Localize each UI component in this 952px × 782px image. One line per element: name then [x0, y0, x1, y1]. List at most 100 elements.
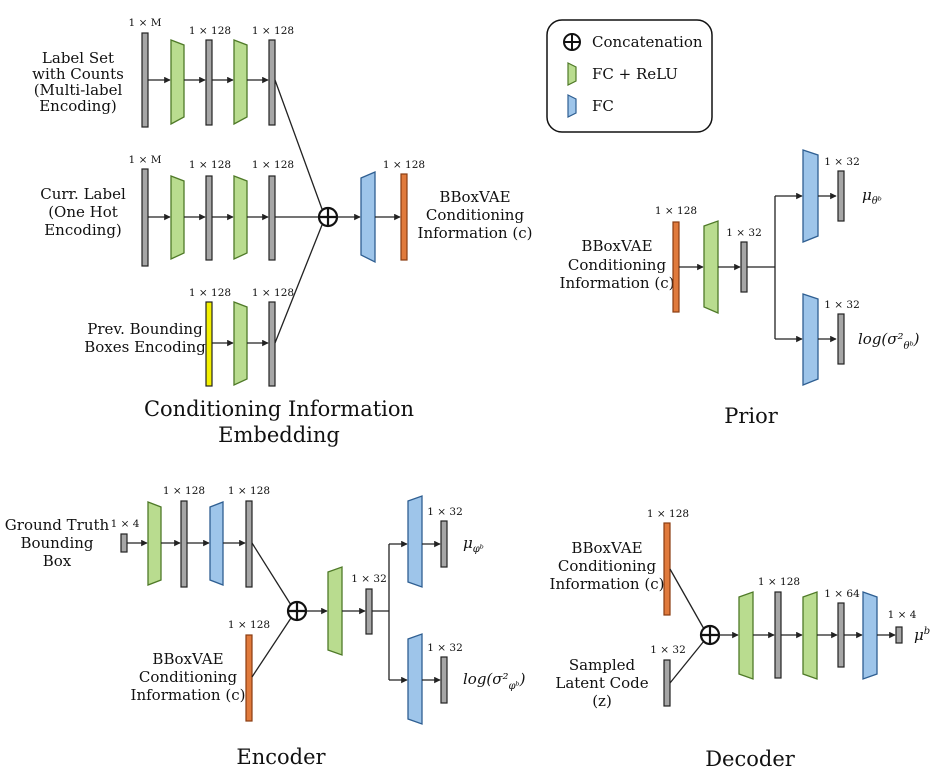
cond-input2-line1: Curr. Label [40, 185, 126, 203]
cond-input3-line1: Prev. Bounding [87, 320, 203, 338]
concat-symbol-icon [563, 33, 581, 51]
dim-label: 1 × 32 [427, 642, 463, 654]
gray-vector [245, 500, 253, 588]
cond-row-2: Curr. Label (One Hot Encoding) 1 × M 1 ×… [40, 154, 318, 267]
dec-input2-line3: (z) [592, 692, 612, 710]
dim-label: 1 × 128 [252, 287, 294, 299]
legend: Concatenation FC + ReLU FC [546, 19, 713, 133]
fc-relu-layer [233, 175, 248, 261]
dim-label: 1 × 128 [163, 485, 205, 497]
orange-vector [672, 221, 680, 313]
dim-label: 1 × 128 [383, 159, 425, 171]
dim-label: 1 × 128 [758, 576, 800, 588]
dec-input2-line1: Sampled [569, 656, 636, 674]
fc-relu-layer [327, 566, 343, 656]
dim-label: 1 × 128 [189, 287, 231, 299]
gray-vector [440, 656, 448, 704]
dim-label: 1 × 32 [824, 156, 860, 168]
cond-input2-line2: (One Hot [48, 203, 118, 221]
gray-vector [365, 588, 373, 635]
dim-label: 1 × 32 [351, 573, 387, 585]
dim-label: 1 × 128 [189, 159, 231, 171]
cond-title-line2: Embedding [218, 423, 340, 447]
prior-mu-label: μθᵇ [862, 186, 882, 207]
gray-vector [205, 175, 213, 261]
enc-input2-line3: Information (c) [131, 686, 246, 704]
dim-label: 1 × 128 [252, 25, 294, 37]
orange-vector [663, 522, 671, 616]
gray-vector [663, 659, 671, 707]
dec-input2-line2: Latent Code [555, 674, 648, 692]
dim-label: 1 × 4 [888, 609, 917, 621]
fc-layer [802, 293, 819, 386]
enc-input2-line2: Conditioning [139, 668, 238, 686]
dec-input1-line2: Conditioning [558, 557, 657, 575]
encoder-block: Ground Truth Bounding Box 1 × 4 1 × 128 … [5, 485, 526, 769]
dim-label: 1 × M [129, 154, 162, 166]
gray-vector [837, 313, 845, 365]
dim-label: 1 × 32 [650, 644, 686, 656]
gray-vector [774, 591, 782, 679]
decoder-block: BBoxVAE Conditioning Information (c) 1 ×… [550, 508, 931, 771]
fc-layer [209, 501, 224, 586]
yellow-vector [205, 301, 213, 387]
enc-input2-line1: BBoxVAE [152, 650, 223, 668]
prior-input-line2: Conditioning [568, 256, 667, 274]
dec-input1-line1: BBoxVAE [571, 539, 642, 557]
gray-vector [740, 241, 748, 293]
prior-logsigma-label: log(σ²θᵇ) [858, 330, 920, 352]
fc-relu-layer [233, 301, 248, 387]
dim-label: 1 × 4 [111, 518, 140, 530]
gray-vector [268, 301, 276, 387]
cond-row-1: Label Set with Counts (Multi-label Encod… [32, 17, 323, 210]
cond-concat-symbol-icon [317, 206, 339, 228]
enc-input1-line1: Ground Truth [5, 516, 110, 534]
fc-relu-layer [233, 39, 248, 126]
gray-vector [837, 170, 845, 222]
gray-vector [205, 39, 213, 126]
orange-vector [400, 173, 408, 261]
dim-label: 1 × 32 [726, 227, 762, 239]
conditioning-embedding: Label Set with Counts (Multi-label Encod… [32, 17, 532, 447]
dim-label: 1 × 128 [647, 508, 689, 520]
gray-vector [268, 39, 276, 126]
fc-layer [407, 633, 423, 725]
dim-label: 1 × 64 [824, 588, 860, 600]
gray-vector [440, 520, 448, 568]
cond-input1-line3: (Multi-label [34, 81, 123, 99]
legend-fc-relu-label: FC + ReLU [592, 65, 678, 83]
enc-logsigma-label: log(σ²φᵇ) [463, 670, 526, 692]
fc-relu-icon [567, 62, 577, 86]
dim-label: 1 × 128 [228, 619, 270, 631]
decoder-title: Decoder [705, 747, 796, 771]
fc-relu-layer [170, 175, 185, 261]
fc-relu-layer [170, 39, 185, 126]
cond-row-3: Prev. Bounding Boxes Encoding 1 × 128 1 … [84, 224, 323, 387]
fc-layer [802, 149, 819, 243]
legend-concat-label: Concatenation [592, 33, 703, 51]
dec-output-label: μb [914, 626, 930, 644]
fc-layer [360, 171, 376, 264]
cond-output-line3: Information (c) [418, 224, 533, 242]
cond-title-line1: Conditioning Information [144, 397, 414, 421]
dec-concat-symbol-icon [699, 624, 721, 646]
gray-vector [268, 175, 276, 261]
dec-input1-line3: Information (c) [550, 575, 665, 593]
fc-relu-layer [703, 220, 719, 314]
dim-label: 1 × 32 [824, 299, 860, 311]
fc-relu-layer [147, 501, 162, 586]
cond-input1-line2: with Counts [32, 65, 124, 83]
cond-input2-line3: Encoding) [44, 221, 122, 239]
fc-layer [862, 591, 878, 680]
fc-layer [407, 495, 423, 588]
dim-label: 1 × 32 [427, 506, 463, 518]
dim-label: 1 × M [129, 17, 162, 29]
gray-vector [120, 533, 128, 553]
encoder-title: Encoder [236, 745, 326, 769]
dim-label: 1 × 128 [252, 159, 294, 171]
prior-block: BBoxVAE Conditioning Information (c) 1 ×… [560, 149, 920, 428]
cond-output-line2: Conditioning [426, 206, 525, 224]
orange-vector [245, 634, 253, 722]
fc-relu-layer [738, 591, 754, 680]
gray-vector [180, 500, 188, 588]
